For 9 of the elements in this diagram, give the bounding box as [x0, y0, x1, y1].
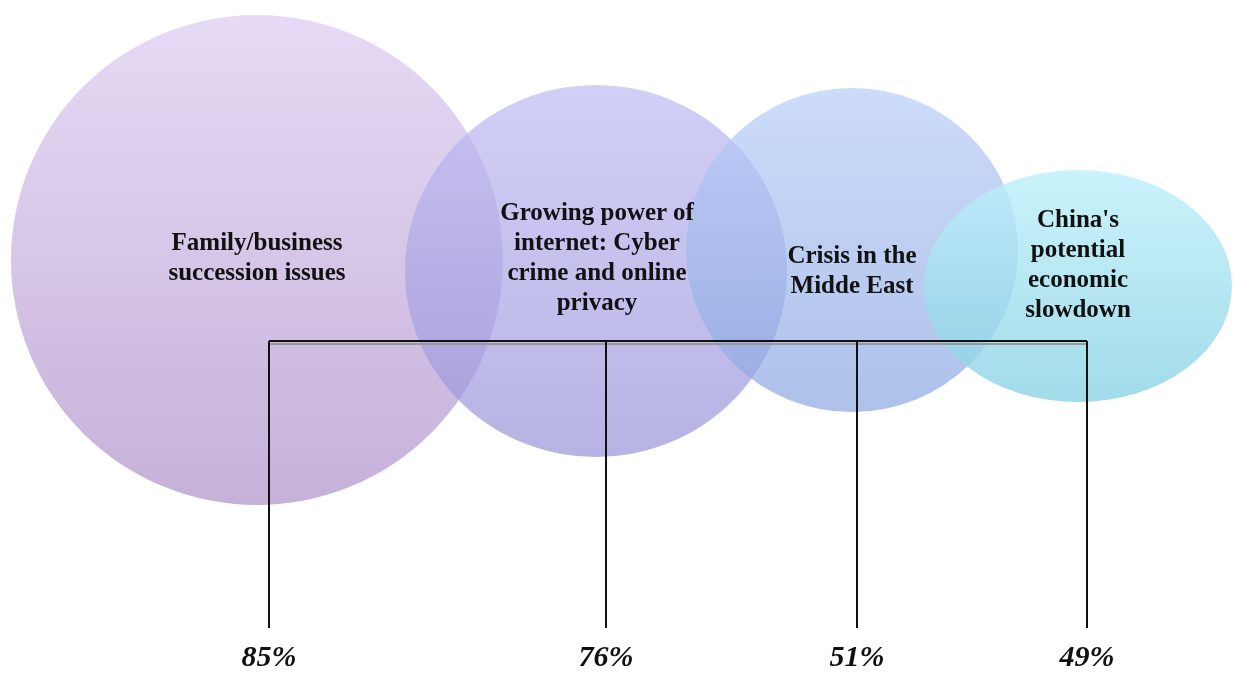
- percentage-label: 76%: [578, 639, 634, 673]
- circle-label: Family/business succession issues: [167, 227, 347, 287]
- circle-label: Crisis in the Midde East: [786, 240, 918, 300]
- percentage-label: 85%: [241, 639, 297, 673]
- percentage-label: 49%: [1059, 639, 1115, 673]
- circle-label: Growing power of internet: Cyber crime and online privacy: [499, 197, 695, 317]
- circle-label: China's potential economic slowdown: [1024, 204, 1132, 324]
- ellipse: [924, 170, 1232, 402]
- percentage-label: 51%: [829, 639, 885, 673]
